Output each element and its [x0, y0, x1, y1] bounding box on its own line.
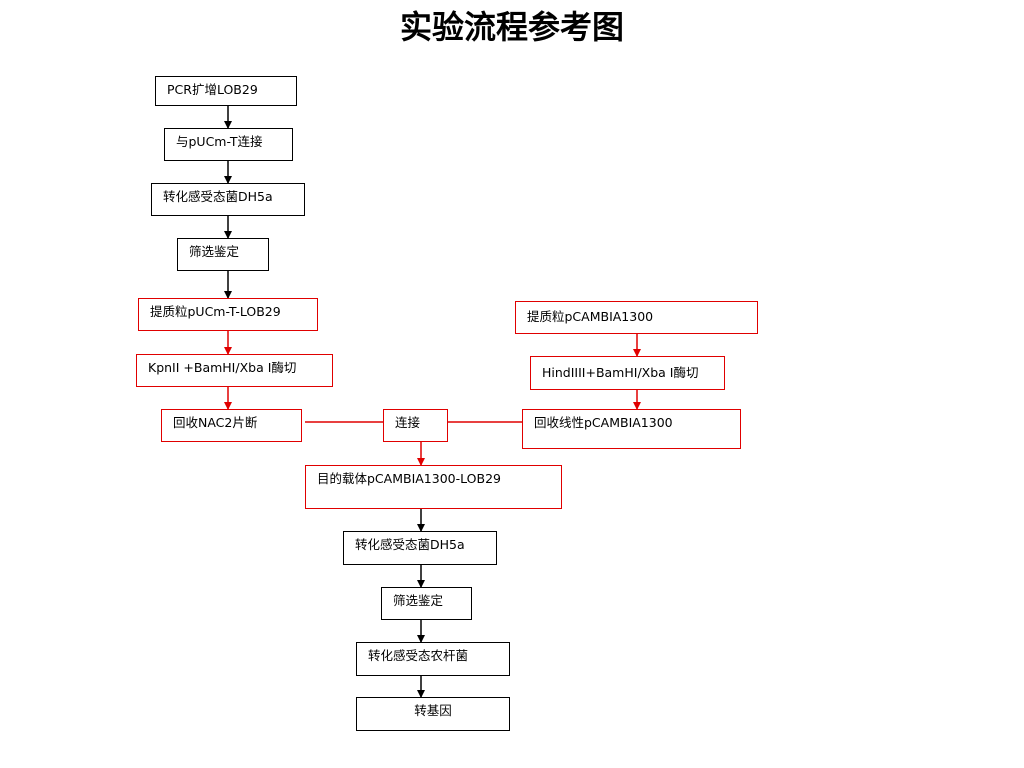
step-digest2: HindIIII+BamHI/Xba Ⅰ酶切 [530, 356, 725, 390]
step-target-vector: 目的载体pCAMBIA1300-LOB29 [305, 465, 562, 509]
step-screen2: 筛选鉴定 [381, 587, 472, 620]
step-ligate-t: 与pUCm-T连接 [164, 128, 293, 161]
step-digest1: KpnII +BamHI/Xba Ⅰ酶切 [136, 354, 333, 387]
step-transform1: 转化感受态菌DH5a [151, 183, 305, 216]
step-ligate: 连接 [383, 409, 448, 442]
step-agro: 转化感受态农杆菌 [356, 642, 510, 676]
step-transgene: 转基因 [356, 697, 510, 731]
page-title: 实验流程参考图 [399, 8, 624, 46]
step-recover-linear: 回收线性pCAMBIA1300 [522, 409, 741, 449]
step-pcr: PCR扩增LOB29 [155, 76, 297, 106]
step-transform2: 转化感受态菌DH5a [343, 531, 497, 565]
step-recover-nac2: 回收NAC2片断 [161, 409, 302, 442]
step-screen1: 筛选鉴定 [177, 238, 269, 271]
step-extract2: 提质粒pCAMBIA1300 [515, 301, 758, 334]
step-extract1: 提质粒pUCm-T-LOB29 [138, 298, 318, 331]
